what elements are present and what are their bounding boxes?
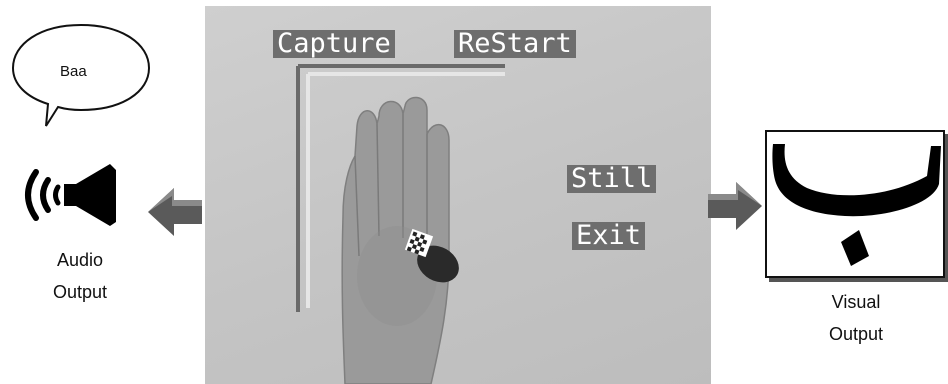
still-button[interactable]: Still [567,165,656,193]
arrow-left-icon [146,184,204,240]
audio-caption-line2: Output [30,276,130,308]
arabic-letter-baa-icon [767,132,943,276]
restart-button[interactable]: ReStart [454,30,576,58]
camera-view: Capture ReStart Still Exit [205,6,711,384]
capture-button[interactable]: Capture [273,30,395,58]
visual-output-frame [765,130,945,278]
hand-image [342,97,465,384]
visual-caption-line2: Output [806,318,906,350]
speech-text: Baa [60,63,87,80]
speaker-icon [6,160,118,230]
audio-output-caption: Audio Output [30,244,130,308]
visual-caption-line1: Visual [806,286,906,318]
exit-button[interactable]: Exit [572,222,645,250]
audio-caption-line1: Audio [30,244,130,276]
camera-scene [205,6,711,384]
arrow-right-icon [706,178,764,234]
visual-output-caption: Visual Output [806,286,906,350]
